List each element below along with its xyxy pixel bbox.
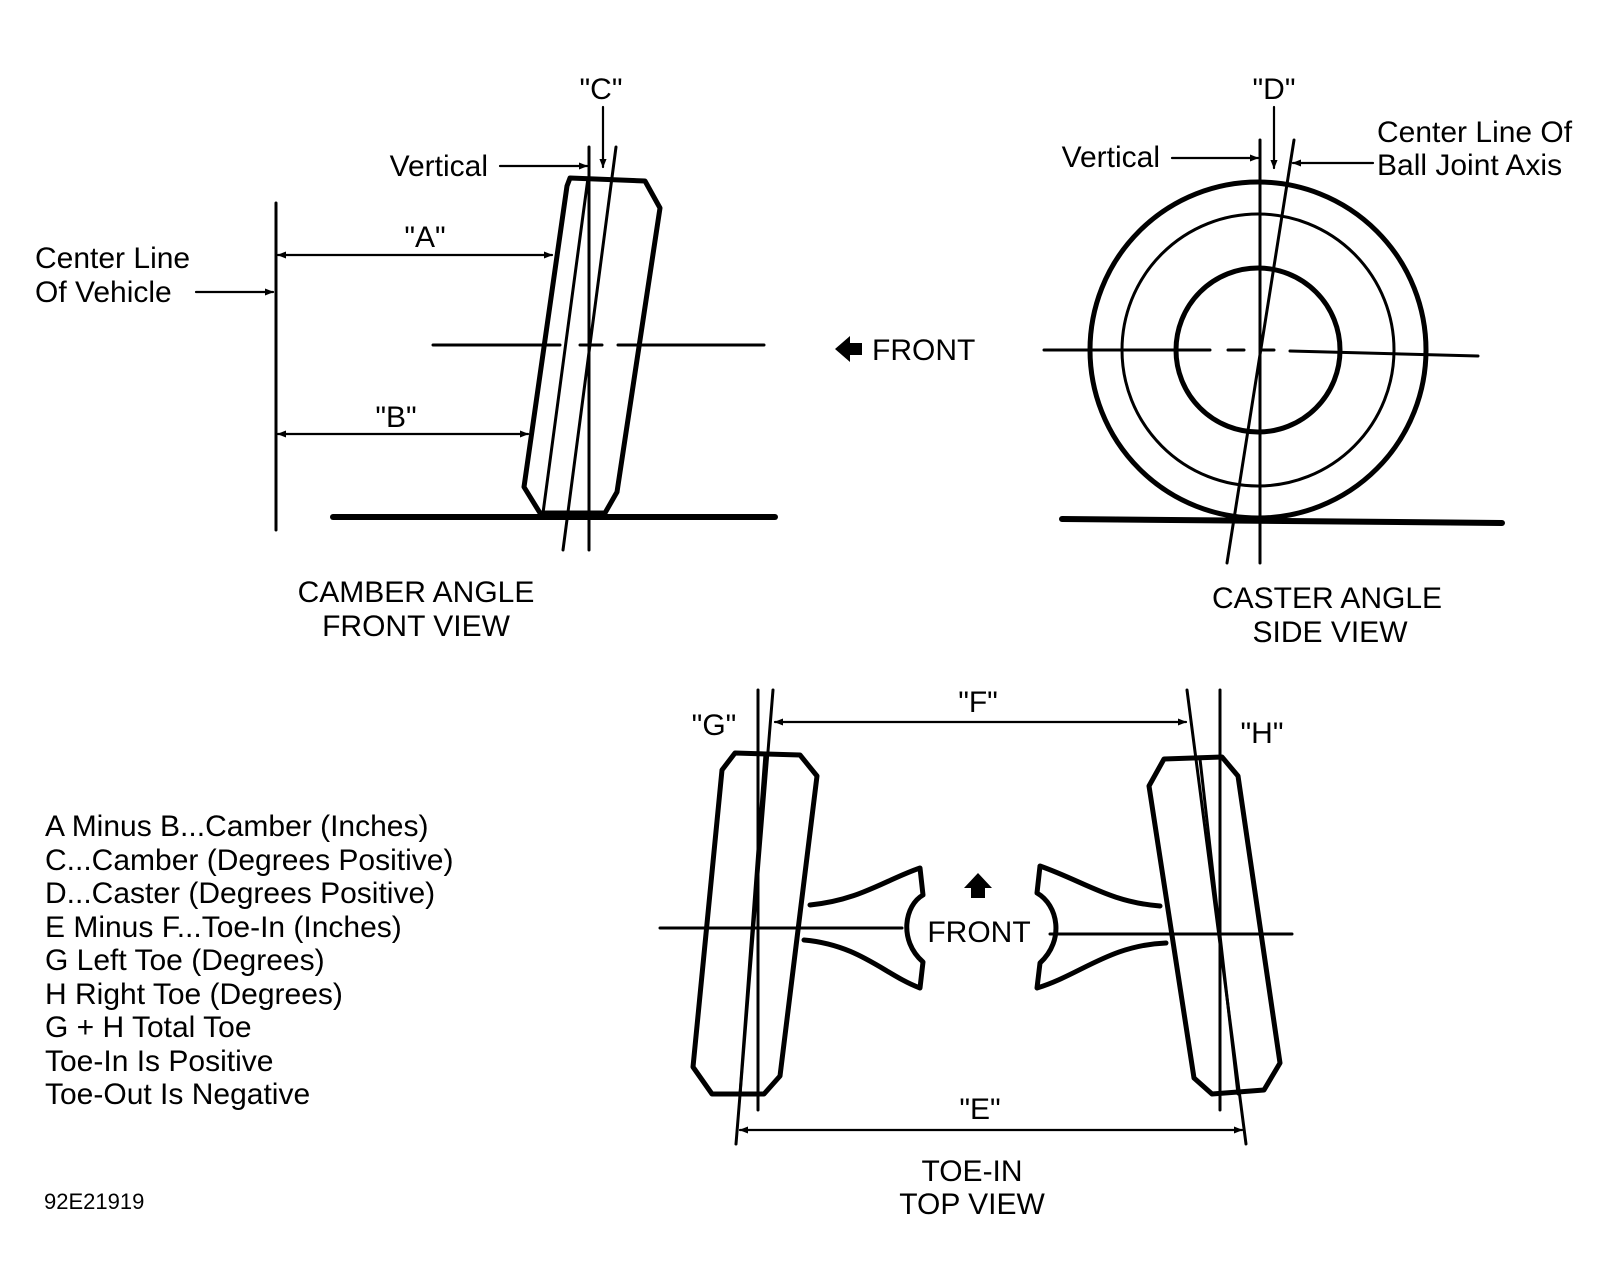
camber-label-b: "B" bbox=[375, 401, 416, 434]
camber-label-c: "C" bbox=[580, 73, 623, 106]
front-direction-indicator: FRONT bbox=[835, 334, 975, 367]
ball-joint-label-line1: Center Line Of bbox=[1377, 116, 1573, 149]
toe-right-wheel-centerline bbox=[1185, 688, 1248, 1146]
toe-label-e: "E" bbox=[959, 1093, 1000, 1126]
caster-label-d: "D" bbox=[1253, 73, 1296, 106]
ball-joint-label-line2: Ball Joint Axis bbox=[1377, 149, 1562, 182]
caster-ground-line bbox=[1059, 516, 1505, 526]
camber-tire-outline bbox=[521, 175, 663, 516]
camber-label-vertical: Vertical bbox=[390, 150, 488, 183]
camber-title-line2: FRONT VIEW bbox=[322, 610, 510, 643]
front-arrow-left-icon bbox=[835, 336, 862, 362]
legend-item: D...Caster (Degrees Positive) bbox=[45, 877, 435, 910]
caster-title-line2: SIDE VIEW bbox=[1252, 616, 1408, 649]
caster-axle-line bbox=[1042, 348, 1480, 358]
front-label: FRONT bbox=[872, 334, 975, 367]
camber-label-a: "A" bbox=[404, 221, 445, 254]
toe-label-h: "H" bbox=[1241, 717, 1284, 750]
toe-top-view: FRONT "F" "G" "H" "E" TOE-IN TOP VIEW bbox=[658, 686, 1294, 1221]
toe-title-line2: TOP VIEW bbox=[899, 1188, 1045, 1221]
toe-left-tire-outline bbox=[690, 750, 820, 1097]
centerline-label-line1: Center Line bbox=[35, 242, 190, 275]
legend-item: Toe-Out Is Negative bbox=[45, 1078, 310, 1111]
caster-side-view: "D" Vertical Center Line Of Ball Joint A… bbox=[1042, 73, 1573, 649]
legend: A Minus B...Camber (Inches) C...Camber (… bbox=[45, 810, 453, 1111]
legend-item: H Right Toe (Degrees) bbox=[45, 978, 343, 1011]
figure-id: 92E21919 bbox=[44, 1189, 144, 1214]
caster-title-line1: CASTER ANGLE bbox=[1212, 582, 1442, 615]
caster-ball-joint-axis bbox=[1225, 138, 1296, 565]
toe-left-spindle bbox=[801, 865, 926, 991]
toe-front-arrow-up-icon bbox=[964, 873, 992, 898]
legend-item: G + H Total Toe bbox=[45, 1011, 252, 1044]
centerline-label-line2: Of Vehicle bbox=[35, 276, 172, 309]
toe-title-line1: TOE-IN bbox=[921, 1155, 1022, 1188]
caster-label-vertical: Vertical bbox=[1062, 141, 1160, 174]
legend-item: G Left Toe (Degrees) bbox=[45, 944, 325, 977]
camber-front-view: "C" Vertical "A" "B" Center Line Of Vehi… bbox=[35, 73, 778, 643]
legend-item: A Minus B...Camber (Inches) bbox=[45, 810, 428, 843]
toe-left-wheel-centerline bbox=[734, 688, 775, 1146]
toe-right-tire-outline bbox=[1146, 754, 1283, 1097]
legend-item: C...Camber (Degrees Positive) bbox=[45, 844, 453, 877]
toe-front-label: FRONT bbox=[927, 916, 1030, 949]
legend-item: E Minus F...Toe-In (Inches) bbox=[45, 911, 402, 944]
toe-right-spindle bbox=[1034, 863, 1169, 991]
toe-label-g: "G" bbox=[692, 709, 737, 742]
camber-tire-inner-line bbox=[541, 176, 590, 515]
legend-item: Toe-In Is Positive bbox=[45, 1045, 273, 1078]
camber-title-line1: CAMBER ANGLE bbox=[298, 576, 535, 609]
toe-label-f: "F" bbox=[958, 686, 998, 719]
